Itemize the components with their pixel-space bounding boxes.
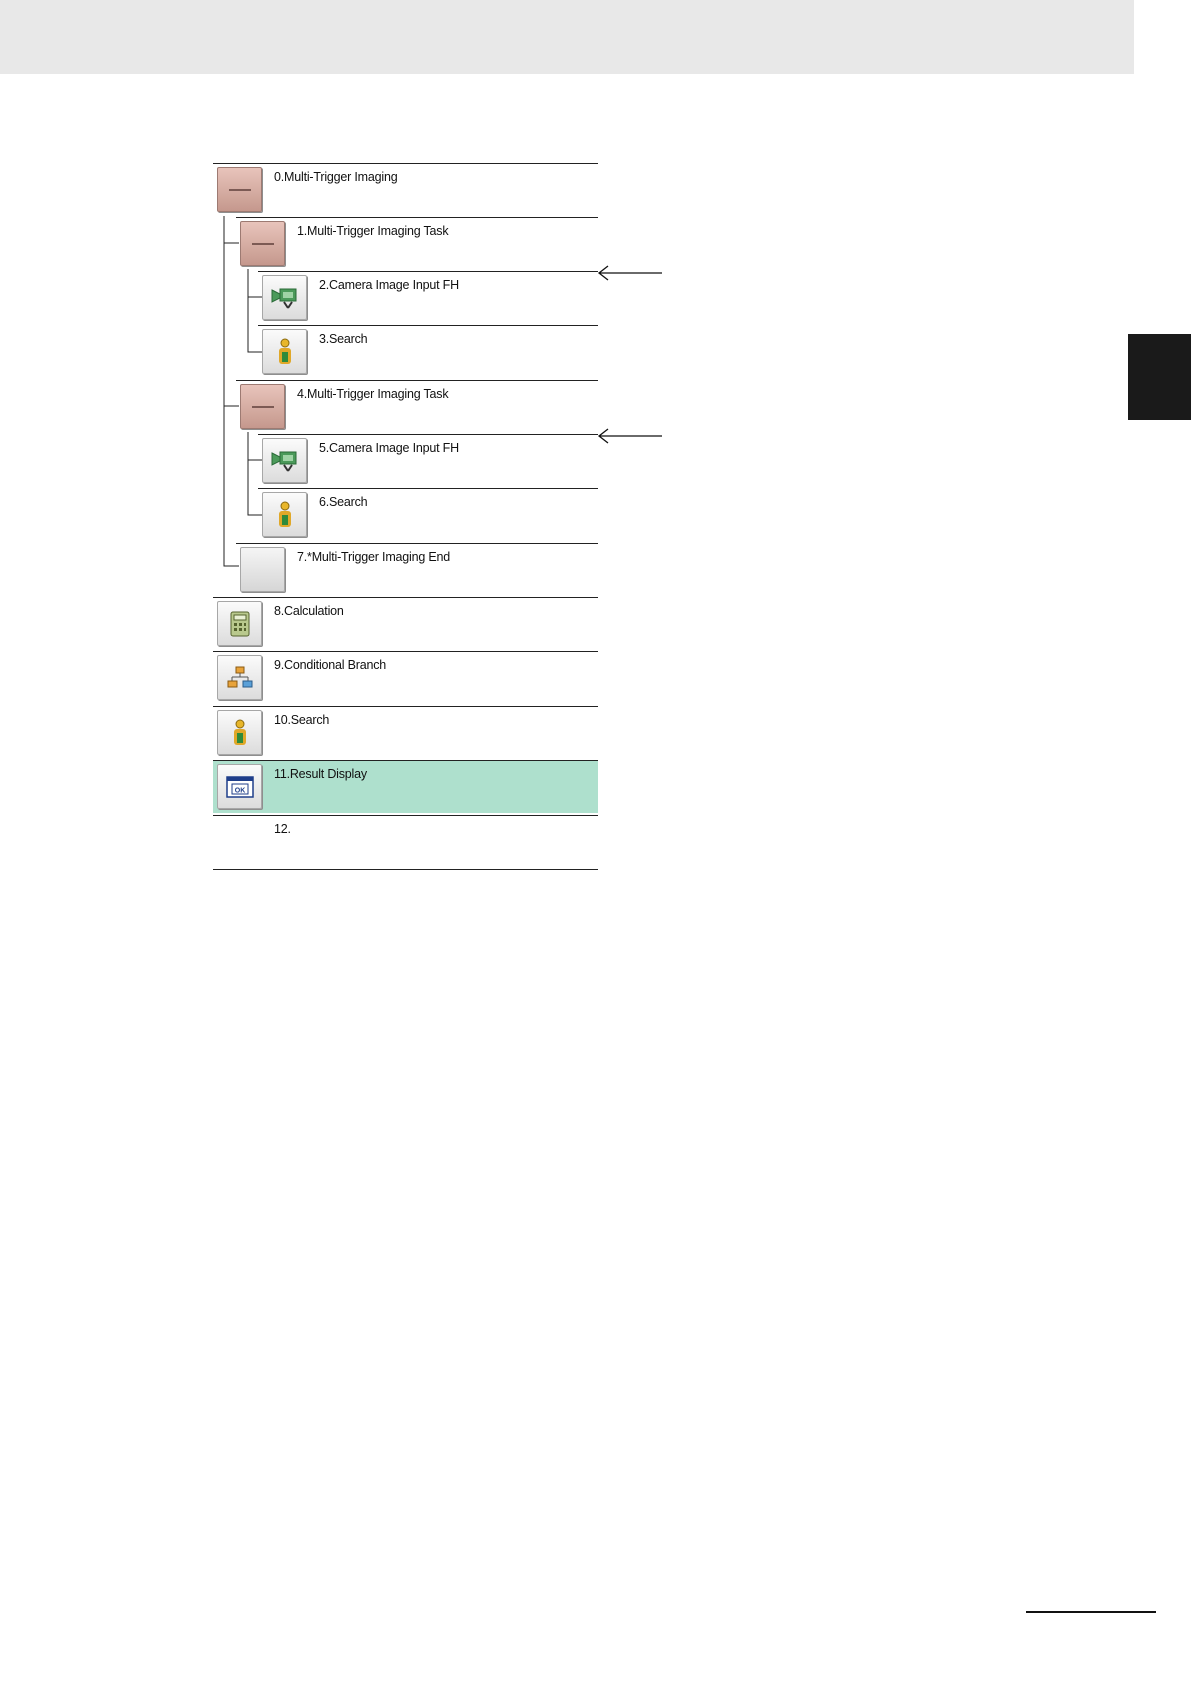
flow-list-bottom-border <box>213 869 598 870</box>
row-divider <box>236 380 598 381</box>
flow-row-8[interactable]: 8.Calculation <box>213 597 598 650</box>
flow-row-3[interactable]: 3.Search <box>258 325 598 378</box>
flow-row-12[interactable]: 12. <box>213 815 598 868</box>
row-divider <box>258 434 598 435</box>
search-figure-icon[interactable] <box>262 329 307 374</box>
flow-item-label: 9.Conditional Branch <box>274 657 386 673</box>
flow-row-5[interactable]: 5.Camera Image Input FH <box>258 434 598 487</box>
row-divider <box>258 271 598 272</box>
camera-icon[interactable] <box>262 438 307 483</box>
row-divider <box>258 488 598 489</box>
row-divider <box>236 217 598 218</box>
row-divider <box>258 325 598 326</box>
callout-arrow-1 <box>596 265 662 281</box>
camera-icon[interactable] <box>262 275 307 320</box>
flow-item-label: 8.Calculation <box>274 603 344 619</box>
row-divider <box>236 543 598 544</box>
multi-trigger-task-icon[interactable] <box>240 384 285 429</box>
row-divider <box>213 597 598 598</box>
svg-text:OK: OK <box>234 787 245 794</box>
flow-item-label: 4.Multi-Trigger Imaging Task <box>297 386 448 402</box>
row-divider <box>213 651 598 652</box>
footer-rule <box>1026 1611 1156 1613</box>
flow-item-label: 6.Search <box>319 494 367 510</box>
row-divider <box>213 760 598 761</box>
chapter-side-tab <box>1128 334 1191 420</box>
flow-item-label: 0.Multi-Trigger Imaging <box>274 169 397 185</box>
flow-item-label: 10.Search <box>274 712 329 728</box>
blank-icon[interactable] <box>240 547 285 592</box>
search-figure-icon[interactable] <box>262 492 307 537</box>
flow-row-1[interactable]: 1.Multi-Trigger Imaging Task <box>236 217 598 270</box>
flow-row-6[interactable]: 6.Search <box>258 488 598 541</box>
flow-row-0[interactable]: 0.Multi-Trigger Imaging <box>213 163 598 216</box>
page-header-band <box>0 0 1134 74</box>
callout-arrow-2 <box>596 428 662 444</box>
multi-trigger-group-icon[interactable] <box>217 167 262 212</box>
flow-item-label: 11.Result Display <box>274 766 367 782</box>
flow-item-label: 3.Search <box>319 331 367 347</box>
multi-trigger-task-icon[interactable] <box>240 221 285 266</box>
row-divider <box>213 163 598 164</box>
flow-item-label: 1.Multi-Trigger Imaging Task <box>297 223 448 239</box>
flow-row-7[interactable]: 7.*Multi-Trigger Imaging End <box>236 543 598 596</box>
flow-item-label: 7.*Multi-Trigger Imaging End <box>297 549 450 565</box>
flow-row-9[interactable]: 9.Conditional Branch <box>213 651 598 704</box>
ok-display-icon[interactable]: OK <box>217 764 262 809</box>
branch-icon[interactable] <box>217 655 262 700</box>
flow-row-2[interactable]: 2.Camera Image Input FH <box>258 271 598 324</box>
flow-row-10[interactable]: 10.Search <box>213 706 598 759</box>
flow-row-11[interactable]: OK 11.Result Display <box>213 760 598 813</box>
calculator-icon[interactable] <box>217 601 262 646</box>
row-divider <box>213 815 598 816</box>
flow-item-label: 12. <box>274 821 291 837</box>
search-figure-icon[interactable] <box>217 710 262 755</box>
flow-row-4[interactable]: 4.Multi-Trigger Imaging Task <box>236 380 598 433</box>
row-divider <box>213 706 598 707</box>
flow-item-label: 5.Camera Image Input FH <box>319 440 459 456</box>
flow-item-label: 2.Camera Image Input FH <box>319 277 459 293</box>
